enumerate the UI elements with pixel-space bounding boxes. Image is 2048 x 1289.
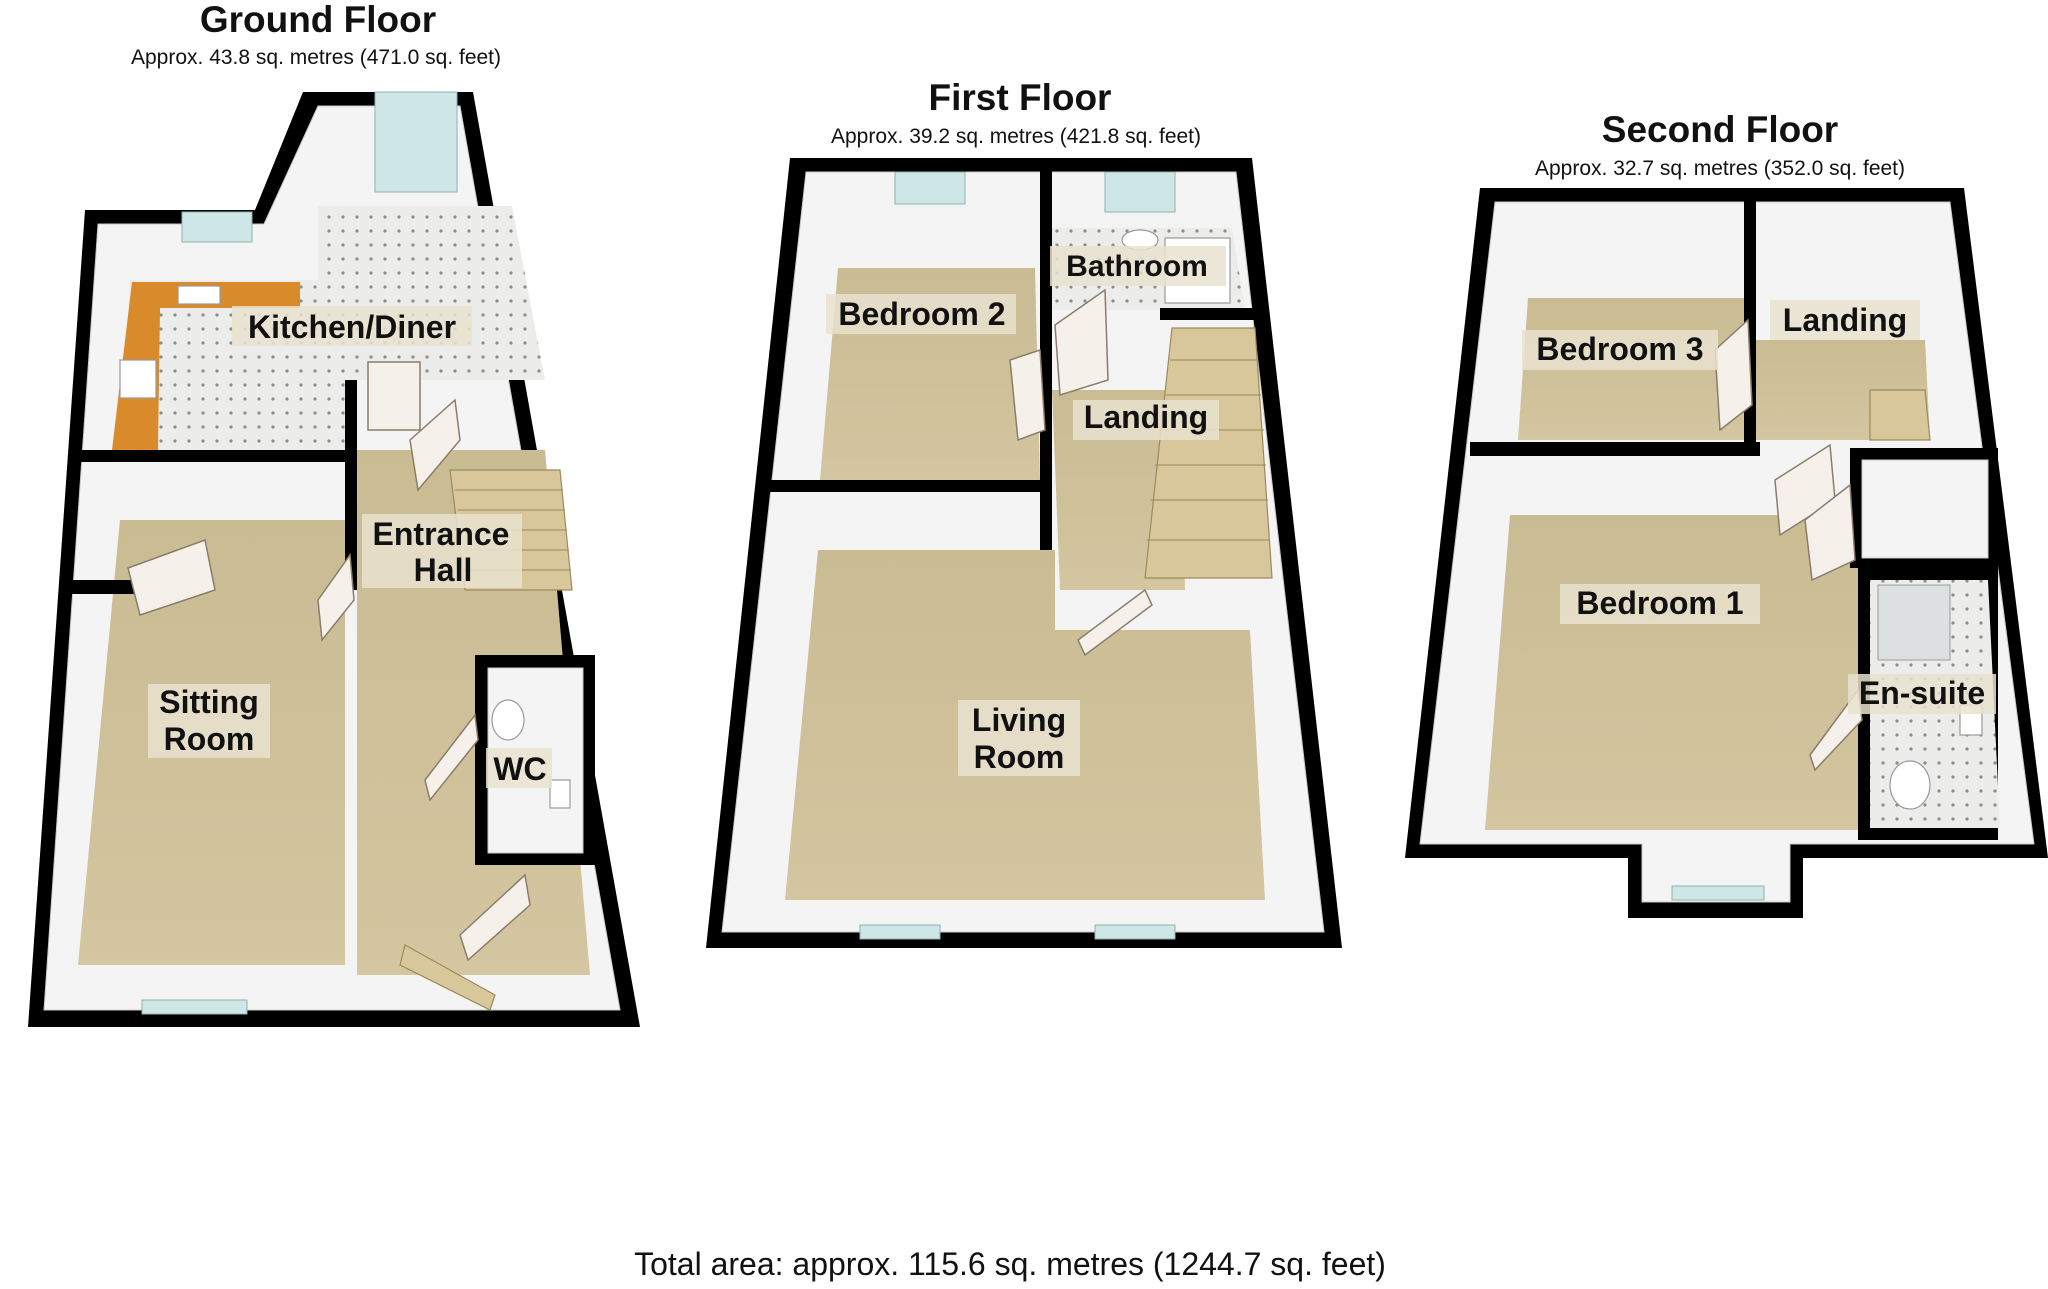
living-room-window-left xyxy=(859,924,941,940)
bedroom-1-window xyxy=(1671,885,1765,901)
living-room-window-right xyxy=(1094,924,1176,940)
room-label-living-room-line2: Room xyxy=(974,739,1065,775)
second-floor-plan xyxy=(1405,188,2048,918)
ground-floor-area: Approx. 43.8 sq. metres (471.0 sq. feet) xyxy=(131,46,501,69)
kitchen-sink-icon xyxy=(177,285,221,305)
bathroom-left-wall xyxy=(1040,165,1052,480)
bedroom-3-door xyxy=(1714,318,1753,432)
room-label-en-suite: En-suite xyxy=(1859,675,1985,711)
cupboard-floor xyxy=(1861,459,1989,559)
ground-floor-title: Ground Floor xyxy=(200,0,436,40)
second-floor-area: Approx. 32.7 sq. metres (352.0 sq. feet) xyxy=(1535,157,1905,180)
french-doors-window xyxy=(374,91,458,193)
room-label-sitting-room-line2: Room xyxy=(164,721,255,757)
cupboard-door xyxy=(459,873,531,962)
kitchen-worktop xyxy=(112,282,300,450)
room-label-kitchen-diner: Kitchen/Diner xyxy=(248,309,456,345)
front-door-mat xyxy=(399,944,496,1011)
room-label-entrance-hall-line1: Entrance xyxy=(373,516,510,552)
first-floor-plan xyxy=(706,158,1342,948)
bathroom-bottom-wall xyxy=(1160,308,1255,320)
second-floor-stairs-icon xyxy=(1869,389,1931,441)
bathroom-window xyxy=(1104,171,1176,213)
second-floor-title: Second Floor xyxy=(1602,109,1838,150)
bedroom-2-window xyxy=(894,171,966,205)
hob-icon xyxy=(119,359,157,399)
en-suite-toilet-icon xyxy=(1889,760,1931,810)
hall-partition-wall xyxy=(345,380,357,590)
room-label-first-landing: Landing xyxy=(1084,399,1208,435)
total-area-caption: Total area: approx. 115.6 sq. metres (12… xyxy=(634,1246,1386,1282)
wc-basin-icon xyxy=(549,779,571,809)
bathroom-door xyxy=(1054,288,1109,396)
sitting-room-door xyxy=(127,538,216,616)
living-room-door xyxy=(1077,588,1153,657)
kitchen-door xyxy=(367,361,421,431)
room-label-second-landing: Landing xyxy=(1783,302,1907,338)
first-floor-area: Approx. 39.2 sq. metres (421.8 sq. feet) xyxy=(831,125,1201,148)
second-floor-partition-wall xyxy=(1470,442,1760,456)
room-label-living-room-line1: Living xyxy=(972,702,1066,738)
first-floor-stairs-icon xyxy=(1144,327,1273,579)
hall-to-kitchen-door xyxy=(409,398,461,492)
room-label-bedroom-3: Bedroom 3 xyxy=(1536,331,1703,367)
room-label-bedroom-1: Bedroom 1 xyxy=(1576,585,1743,621)
bedroom-2-door xyxy=(1009,348,1046,442)
wc-toilet-icon xyxy=(491,699,525,741)
room-label-wc: WC xyxy=(493,751,546,787)
kitchen-partition-wall xyxy=(72,450,347,462)
hall-to-sitting-door xyxy=(317,552,355,642)
kitchen-window xyxy=(181,211,253,243)
wc-door xyxy=(424,713,479,802)
first-floor-partition-wall xyxy=(770,480,1052,492)
sitting-room-window xyxy=(141,999,248,1015)
room-label-entrance-hall-line2: Hall xyxy=(414,552,473,588)
first-floor-title: First Floor xyxy=(929,77,1112,118)
ground-floor-plan xyxy=(28,91,640,1027)
en-suite-shower-icon xyxy=(1877,584,1951,661)
cupboard-door-second xyxy=(1804,483,1856,582)
room-label-sitting-room-line1: Sitting xyxy=(159,684,259,720)
room-label-bathroom: Bathroom xyxy=(1066,250,1208,283)
room-label-bedroom-2: Bedroom 2 xyxy=(838,296,1005,332)
